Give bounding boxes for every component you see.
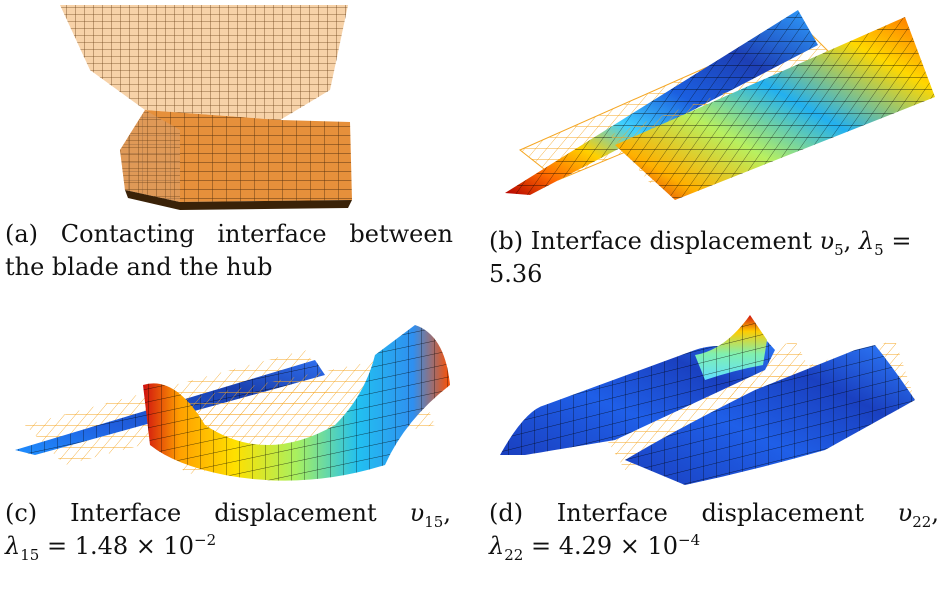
caption-d-sub: 22 <box>912 512 932 531</box>
caption-b-sub: 5 <box>834 240 844 259</box>
caption-d-tag: (d) Interface displacement <box>489 499 864 527</box>
caption-a-line2: the blade and the hub <box>5 253 273 281</box>
upsilon-symbol: υ <box>409 499 425 527</box>
caption-b: (b) Interface displacement υ5, λ5 = 5.36 <box>489 225 944 291</box>
caption-a: (a) Contacting interface between the bla… <box>5 218 453 284</box>
caption-c-lam-sub: 15 <box>20 545 40 564</box>
caption-c: (c) Interface displacement υ15, λ15 = 1.… <box>5 499 451 564</box>
upsilon-symbol: υ <box>819 227 835 255</box>
caption-c-sub: 15 <box>424 512 444 531</box>
hub-mesh-figure <box>60 5 352 210</box>
mode-22-figure <box>500 315 915 485</box>
caption-d-lam-sub: 22 <box>504 545 524 564</box>
caption-b-lam-sub: 5 <box>874 240 884 259</box>
mode-5-figure <box>505 10 935 200</box>
caption-c-value: = 1.48 × 10 <box>46 532 195 560</box>
caption-a-line1: (a) Contacting interface between <box>5 220 453 248</box>
lambda-symbol: λ <box>489 532 505 560</box>
caption-b-line2: 5.36 <box>489 260 543 288</box>
upsilon-symbol: υ <box>897 499 913 527</box>
caption-d-value: = 4.29 × 10 <box>530 532 679 560</box>
caption-b-eq: = <box>891 227 912 255</box>
caption-b-tag: (b) Interface displacement <box>489 227 812 255</box>
mode-15-figure <box>15 325 450 481</box>
caption-c-exp: −2 <box>194 531 217 549</box>
caption-d-exp: −4 <box>678 531 701 549</box>
caption-c-tag: (c) Interface displacement <box>5 499 377 527</box>
lambda-symbol: λ <box>858 227 875 255</box>
lambda-symbol: λ <box>5 532 21 560</box>
caption-d: (d) Interface displacement υ22, λ22 = 4.… <box>489 499 939 564</box>
